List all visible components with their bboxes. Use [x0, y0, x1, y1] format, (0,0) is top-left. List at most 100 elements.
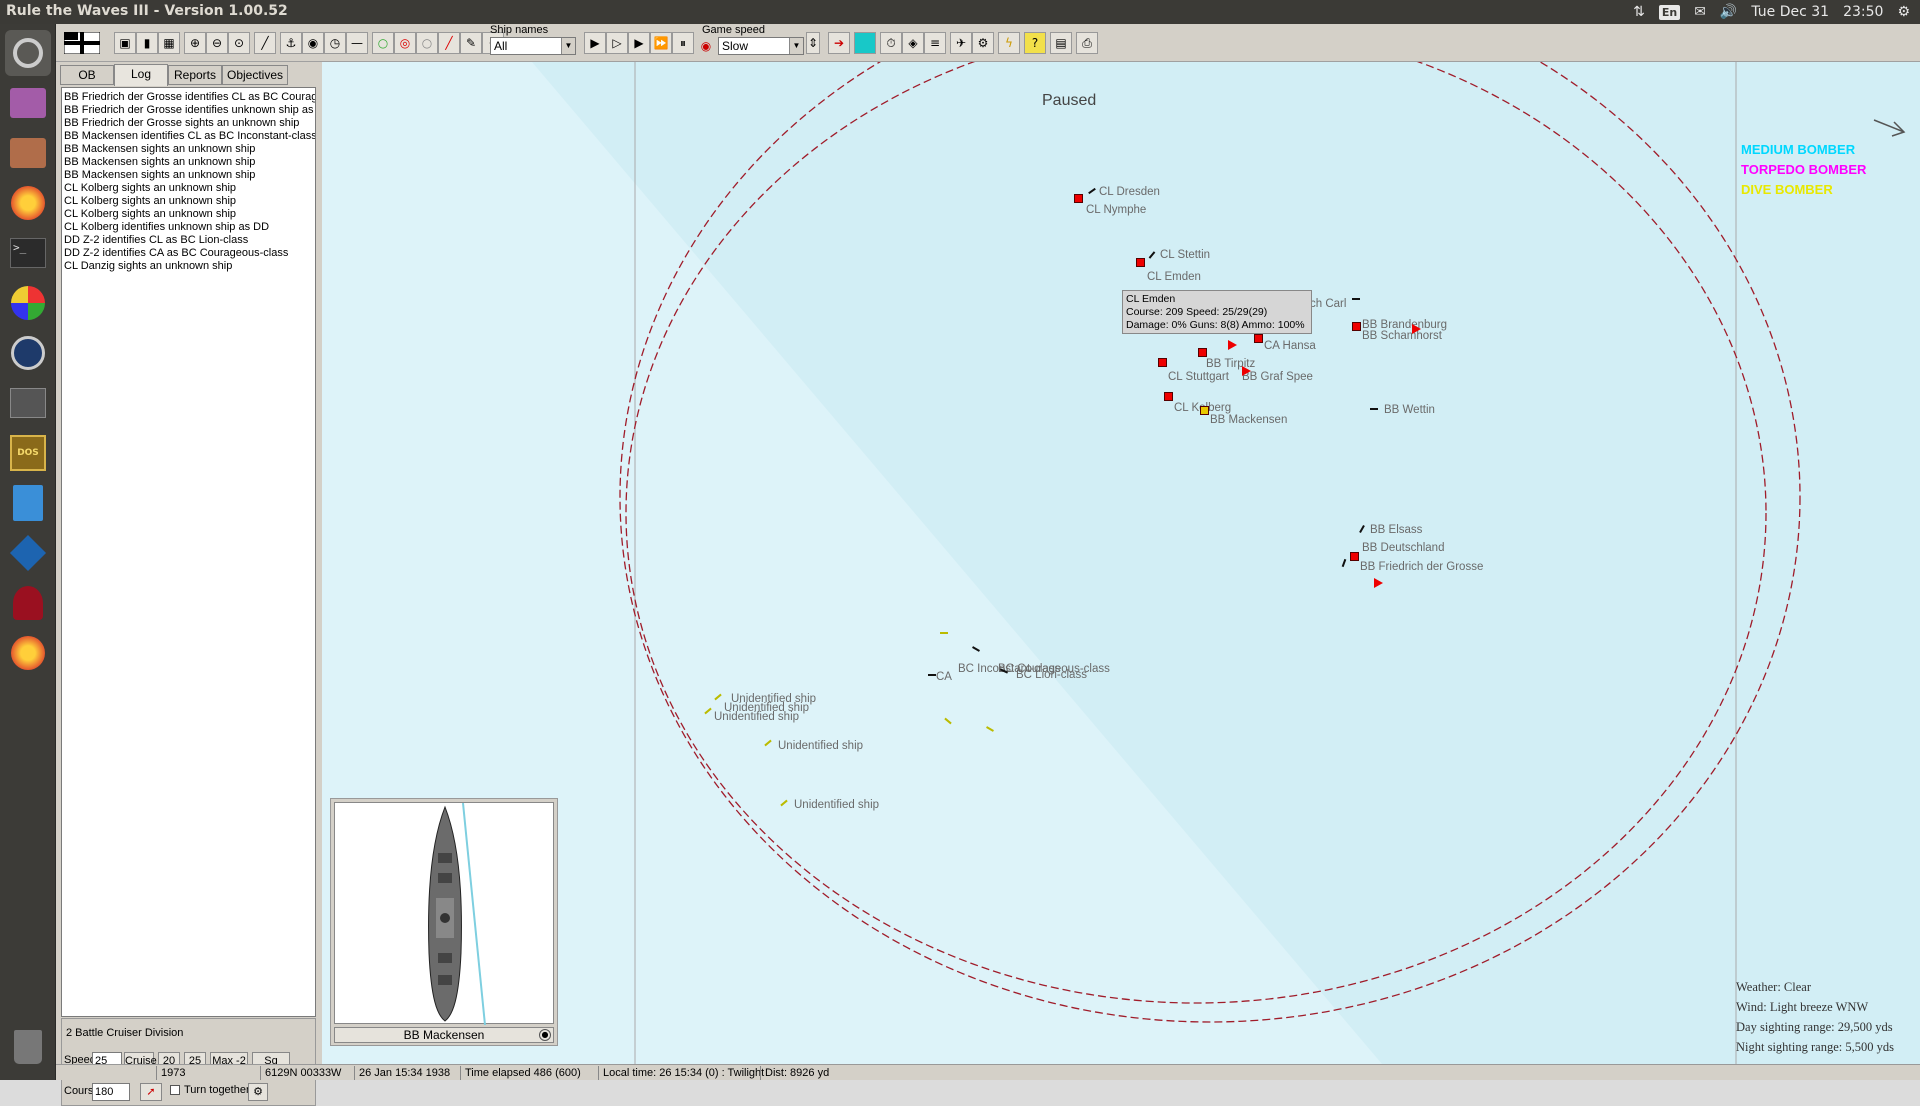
- report-icon[interactable]: ▤: [1050, 32, 1072, 54]
- clock-icon[interactable]: ◷: [324, 32, 346, 54]
- tab-ob[interactable]: OB: [60, 65, 114, 85]
- firefox-alt-icon[interactable]: [5, 630, 51, 676]
- ship-label[interactable]: BB Elsass: [1370, 524, 1423, 536]
- ship-label[interactable]: CL Stettin: [1160, 249, 1211, 261]
- ship-label[interactable]: BB Brandenburg: [1362, 319, 1448, 331]
- ship-label[interactable]: BB Mackensen: [1210, 414, 1288, 426]
- document-viewer-icon[interactable]: [5, 480, 51, 526]
- ship-glyph[interactable]: [1370, 408, 1378, 410]
- ship-marker[interactable]: [1228, 340, 1237, 350]
- ship-label[interactable]: Unidentified ship: [794, 799, 880, 811]
- map-icon[interactable]: ◈: [902, 32, 924, 54]
- workspace-icon[interactable]: [5, 80, 51, 126]
- red-arrow-icon[interactable]: ➔: [828, 32, 850, 54]
- ship-label[interactable]: CL Stuttgart: [1168, 371, 1229, 383]
- settings-icon[interactable]: ⚙: [248, 1083, 268, 1101]
- game-speed-select[interactable]: Slow ▼: [718, 37, 804, 55]
- book-icon[interactable]: ▮: [136, 32, 158, 54]
- pause-icon[interactable]: ⏸: [672, 32, 694, 54]
- zoom-in-icon[interactable]: ⊕: [184, 32, 206, 54]
- print-setup-icon[interactable]: ▦: [158, 32, 180, 54]
- ship-label[interactable]: BC Lion-class: [1016, 669, 1087, 681]
- ship-label[interactable]: CL Dresden: [1099, 186, 1160, 198]
- ship-label[interactable]: BC Courageous-class: [998, 663, 1110, 675]
- speed-stepper-icon[interactable]: ⇕: [806, 32, 820, 54]
- lock-icon[interactable]: [5, 330, 51, 376]
- ship-label[interactable]: Unidentified ship: [731, 693, 817, 705]
- clock-time[interactable]: 23:50: [1843, 4, 1884, 20]
- virtualbox-icon[interactable]: [5, 530, 51, 576]
- aircraft-icon[interactable]: ✈: [950, 32, 972, 54]
- ship-label[interactable]: Unidentified ship: [714, 711, 800, 723]
- lightning-icon[interactable]: ϟ: [998, 32, 1020, 54]
- ship-marker[interactable]: [1374, 578, 1383, 588]
- ship-label[interactable]: BB Graf Spee: [1242, 371, 1313, 383]
- ship-names-select[interactable]: All ▼: [490, 37, 576, 55]
- ship-glyph[interactable]: [940, 632, 948, 634]
- line-icon[interactable]: —: [346, 32, 368, 54]
- anchor-icon[interactable]: ⚓: [280, 32, 302, 54]
- colors-app-icon[interactable]: [5, 280, 51, 326]
- aircraft-settings-icon[interactable]: ⚙: [972, 32, 994, 54]
- mail-icon[interactable]: ✉: [1694, 4, 1706, 20]
- brush-icon[interactable]: ╱: [254, 32, 276, 54]
- ship-label[interactable]: Unidentified ship: [724, 702, 810, 714]
- ship-marker[interactable]: [1254, 334, 1263, 343]
- tab-objectives[interactable]: Objectives: [222, 65, 288, 85]
- ship-label[interactable]: CA Hansa: [1264, 340, 1316, 352]
- ship-label[interactable]: BB Friedrich der Grosse: [1360, 561, 1484, 573]
- red-line-icon[interactable]: ╱: [438, 32, 460, 54]
- gray-circle-icon[interactable]: ○: [416, 32, 438, 54]
- fast-forward-icon[interactable]: ⏩: [650, 32, 672, 54]
- clock-date[interactable]: Tue Dec 31: [1751, 4, 1830, 20]
- lock-icon[interactable]: ●: [539, 1029, 551, 1041]
- ship-marker[interactable]: [1074, 194, 1083, 203]
- turn-together-checkbox[interactable]: [170, 1085, 180, 1095]
- tab-reports[interactable]: Reports: [168, 65, 222, 85]
- ship-glyph[interactable]: [1352, 298, 1360, 300]
- compass-icon[interactable]: ◉: [302, 32, 324, 54]
- ship-marker[interactable]: [1352, 322, 1361, 331]
- formation-icon[interactable]: ≡: [924, 32, 946, 54]
- ship-label[interactable]: CL Emden: [1147, 271, 1201, 283]
- files-icon[interactable]: [5, 130, 51, 176]
- printer-icon[interactable]: ⎙: [1076, 32, 1098, 54]
- ship-label[interactable]: BB Wettin: [1384, 404, 1435, 416]
- keyboard-layout-indicator[interactable]: En: [1658, 4, 1681, 20]
- step-forward-icon[interactable]: ▶: [584, 32, 606, 54]
- network-icon[interactable]: ⇅: [1633, 4, 1645, 20]
- ship-label[interactable]: BB Schamhorst: [1362, 330, 1442, 342]
- tactical-map[interactable]: [322, 62, 1920, 1064]
- ship-marker[interactable]: [1200, 406, 1209, 415]
- ship-marker[interactable]: [1198, 348, 1207, 357]
- red-circle-icon[interactable]: ◎: [394, 32, 416, 54]
- course-stepper[interactable]: 180: [92, 1083, 130, 1101]
- settings-icon[interactable]: [5, 30, 51, 76]
- trash-icon[interactable]: [5, 1024, 51, 1070]
- ship-label[interactable]: ch Carl: [1310, 298, 1347, 310]
- ship-marker[interactable]: [1164, 392, 1173, 401]
- step-15-icon[interactable]: ▶: [628, 32, 650, 54]
- ship-label[interactable]: CA: [936, 671, 952, 683]
- ship-marker[interactable]: [1242, 366, 1251, 376]
- dosbox-icon[interactable]: DOS: [5, 430, 51, 476]
- ship-label[interactable]: BB Deutschland: [1362, 542, 1445, 554]
- step-5-icon[interactable]: ▷: [606, 32, 628, 54]
- zoom-reset-icon[interactable]: ⊙: [228, 32, 250, 54]
- pen-icon[interactable]: ✎: [460, 32, 482, 54]
- ship-marker[interactable]: [1136, 258, 1145, 267]
- ship-marker[interactable]: [1412, 324, 1421, 334]
- terminal-icon[interactable]: >_: [5, 230, 51, 276]
- course-pointer-icon[interactable]: ➚: [140, 1083, 162, 1101]
- green-circle-icon[interactable]: ○: [372, 32, 394, 54]
- target-icon[interactable]: ◉: [700, 39, 712, 53]
- tab-log[interactable]: Log: [114, 64, 168, 86]
- sea-view-icon[interactable]: [854, 32, 876, 54]
- wine-icon[interactable]: [5, 580, 51, 626]
- ship-label[interactable]: BC Inconstant-class: [958, 663, 1061, 675]
- stopwatch-icon[interactable]: ⏱: [880, 32, 902, 54]
- ship-label[interactable]: CL Nymphe: [1086, 204, 1147, 216]
- volume-icon[interactable]: 🔊: [1719, 4, 1738, 20]
- help-icon[interactable]: ?: [1024, 32, 1046, 54]
- ship-glyph[interactable]: [928, 674, 936, 676]
